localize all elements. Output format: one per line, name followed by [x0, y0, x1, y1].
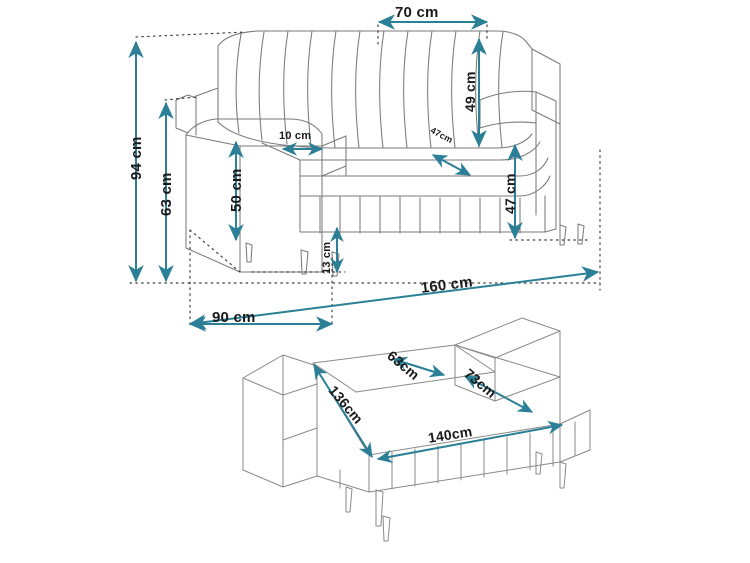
- dim-73cm-bed-arrow: [463, 375, 534, 413]
- dim-140cm-arrow: [376, 420, 564, 464]
- dim-label-94cm: 94 cm: [128, 136, 145, 180]
- dim-label-70cm: 70 cm: [395, 4, 439, 21]
- dimension-arrows: [128, 14, 600, 464]
- dim-label-47cm: 47 cm: [502, 173, 518, 214]
- dim-label-13cm: 13 cm: [321, 241, 333, 274]
- dim-label-10cm: 10 cm: [279, 130, 312, 142]
- dim-label-50cm: 50 cm: [228, 168, 245, 212]
- dim-label-49cm: 49 cm: [462, 71, 478, 112]
- dim-label-90cm: 90 cm: [212, 309, 256, 326]
- sofa-closed-view: [175, 30, 585, 277]
- dim-63cm-bed-arrow: [391, 356, 446, 378]
- dim-136cm-arrow: [313, 363, 373, 459]
- dim-label-63cm: 63 cm: [158, 172, 175, 216]
- dim-160cm-arrow: [188, 266, 600, 330]
- dim-47cm-diag-arrow: [431, 154, 472, 176]
